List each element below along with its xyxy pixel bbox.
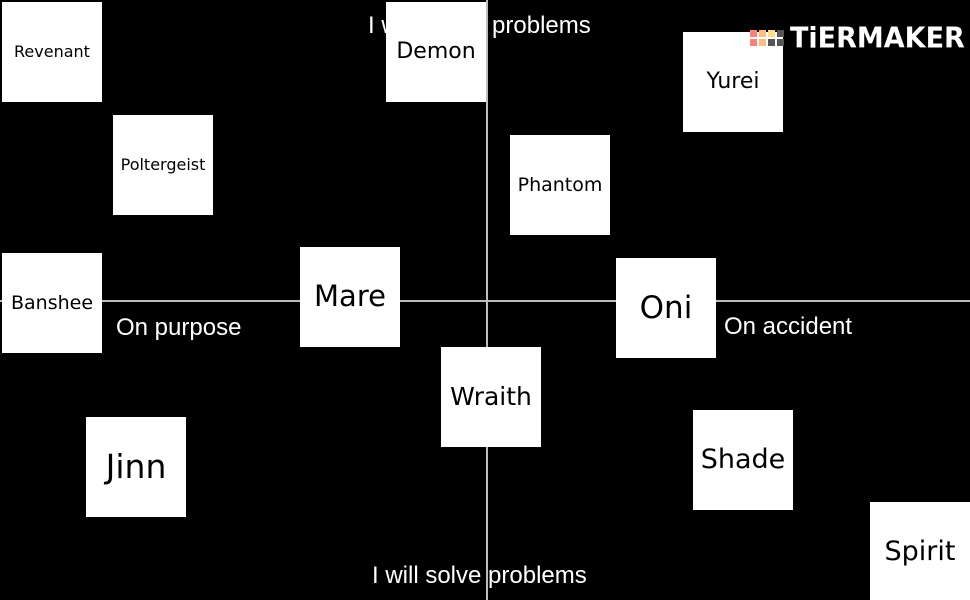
logo-grid-cell: [750, 30, 757, 37]
tile-banshee[interactable]: Banshee: [2, 253, 102, 353]
tile-spirit[interactable]: Spirit: [870, 502, 970, 600]
tile-label: Shade: [700, 444, 786, 476]
tile-oni[interactable]: Oni: [616, 258, 716, 358]
tile-label: Spirit: [884, 536, 956, 568]
logo-grid-cell: [777, 39, 784, 46]
tiermaker-logo: TiERMAKER: [750, 20, 965, 56]
tile-mare[interactable]: Mare: [300, 247, 400, 347]
tile-label: Oni: [639, 289, 693, 326]
tile-yurei[interactable]: Yurei: [683, 32, 783, 132]
tile-label: Phantom: [517, 173, 603, 196]
tile-demon[interactable]: Demon: [386, 2, 486, 102]
logo-grid-cell: [759, 30, 766, 37]
tile-label: Yurei: [706, 68, 760, 94]
tile-poltergeist[interactable]: Poltergeist: [113, 115, 213, 215]
logo-grid-cell: [768, 30, 775, 37]
logo-grid-cell: [777, 30, 784, 37]
logo-text: TiERMAKER: [790, 21, 965, 55]
tile-label: Banshee: [10, 291, 94, 314]
tile-label: Poltergeist: [120, 155, 206, 175]
tile-jinn[interactable]: Jinn: [86, 417, 186, 517]
tile-wraith[interactable]: Wraith: [441, 347, 541, 447]
axis-label-left: On purpose: [116, 314, 242, 341]
tile-label: Jinn: [105, 446, 167, 486]
axis-label-bottom: I will solve problems: [372, 562, 587, 589]
logo-grid-cell: [750, 39, 757, 46]
tile-revenant[interactable]: Revenant: [2, 2, 102, 102]
logo-grid-icon: [750, 30, 784, 46]
axis-label-right: On accident: [724, 313, 853, 340]
tile-label: Wraith: [450, 382, 532, 412]
tile-shade[interactable]: Shade: [693, 410, 793, 510]
tile-label: Demon: [396, 38, 476, 64]
logo-grid-cell: [759, 39, 766, 46]
tile-label: Mare: [314, 279, 386, 314]
tile-phantom[interactable]: Phantom: [510, 135, 610, 235]
horizontal-axis: [0, 300, 970, 302]
vertical-axis: [486, 0, 488, 600]
logo-grid-cell: [768, 39, 775, 46]
tile-label: Revenant: [14, 42, 90, 62]
